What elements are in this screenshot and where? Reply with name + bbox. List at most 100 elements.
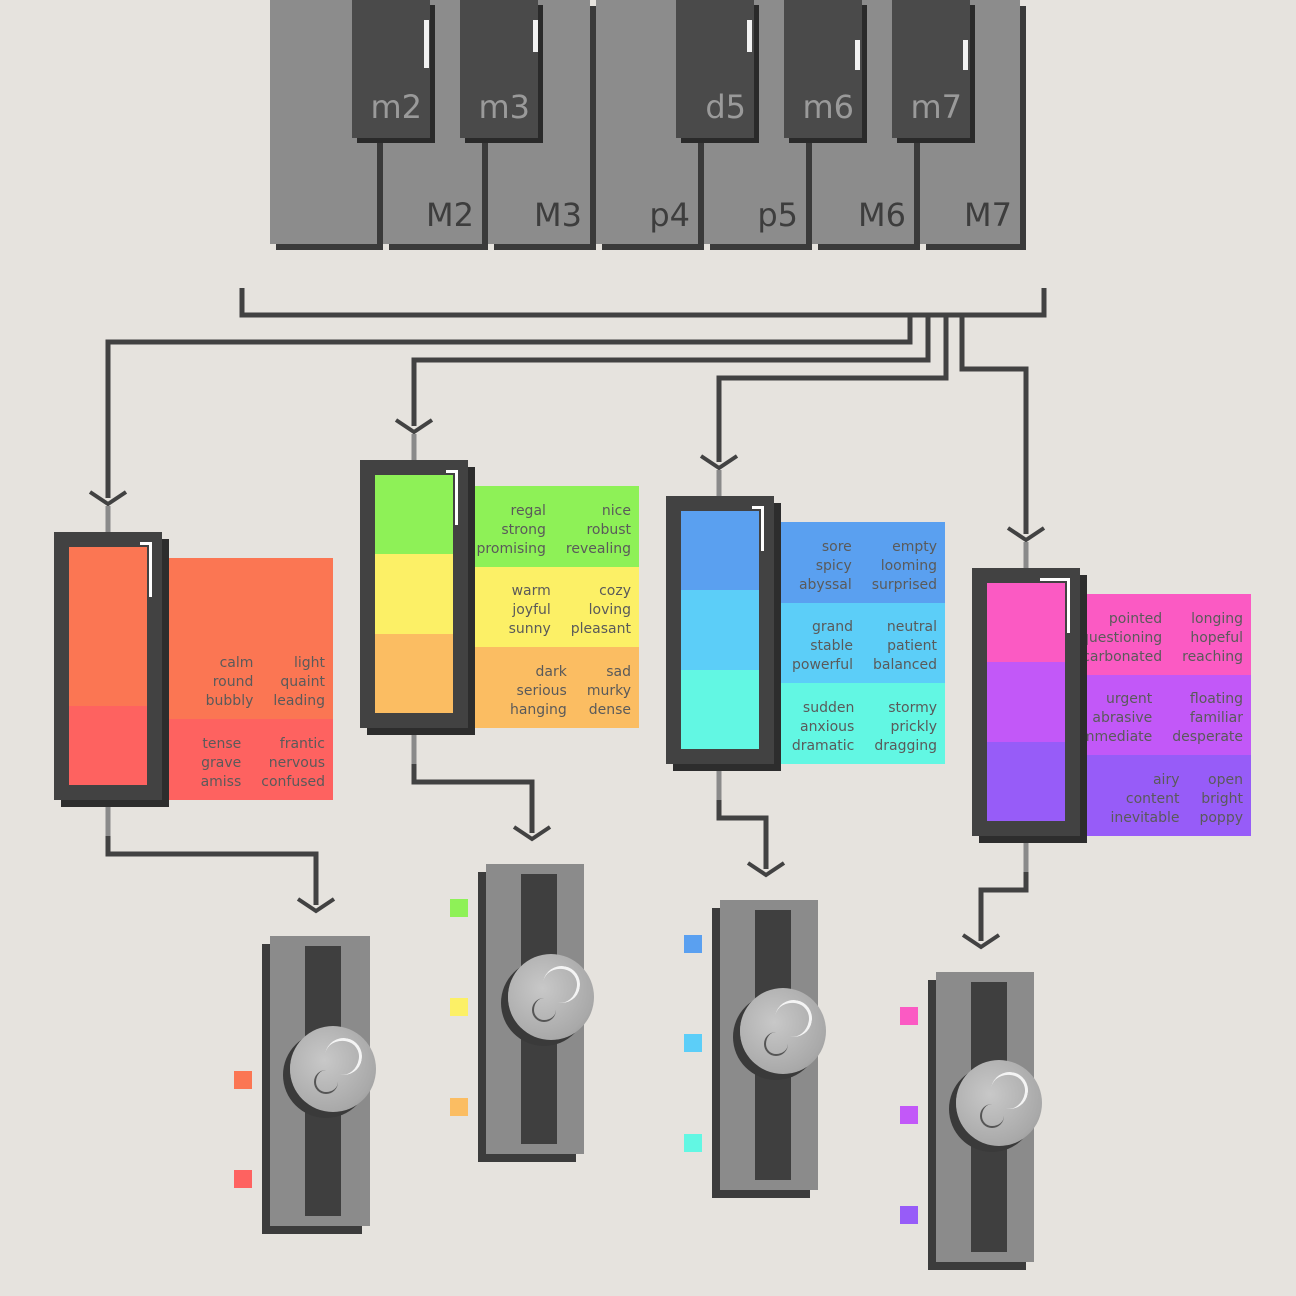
mood-slider-2[interactable] [486, 864, 594, 1154]
mood-word: abyssal [798, 576, 852, 593]
wire-to-meter-3 [716, 315, 949, 462]
meter-fill [987, 583, 1065, 821]
wire-to-slider-2 [411, 764, 535, 833]
mood-word: anxious [799, 719, 855, 736]
mood-word: sad [606, 664, 631, 681]
meter-segment [375, 475, 453, 555]
mood-word: murky [586, 683, 631, 700]
mood-word: patient [887, 638, 937, 655]
key-label: M7 [964, 196, 1012, 234]
slider-knob[interactable] [740, 988, 826, 1074]
mood-word: tense [202, 736, 242, 752]
mood-band: sore spicy abyssal empty looming surpris… [768, 522, 945, 603]
wire-to-slider-3 [716, 800, 769, 869]
black-key-m2[interactable]: m2 [352, 0, 430, 138]
word-column: airy content inevitable [1110, 771, 1179, 828]
key-marker [533, 20, 538, 52]
mood-words-panel-2: regal strong promising nice robust revea… [462, 486, 639, 729]
slider-knob[interactable] [956, 1060, 1042, 1146]
mood-word: joyful [512, 602, 551, 619]
mood-band: pointed questioning carbonated longing h… [1075, 594, 1251, 675]
word-column: calm round bubbly [206, 654, 254, 711]
bus-line [239, 288, 1047, 318]
mood-band: airy content inevitable open bright popp… [1075, 755, 1251, 837]
word-column: neutral patient balanced [873, 618, 937, 675]
mood-word: revealing [565, 540, 631, 557]
key-label: p5 [757, 196, 798, 234]
mood-word: serious [516, 683, 567, 700]
meter-segment [375, 633, 453, 713]
mood-word: bright [1201, 791, 1243, 808]
black-key-m7[interactable]: m7 [892, 0, 970, 138]
arrow-icon [1006, 526, 1046, 543]
mood-slider-4[interactable] [936, 972, 1042, 1262]
word-column: sore spicy abyssal [799, 538, 852, 595]
word-column: sudden anxious dramatic [792, 699, 855, 756]
knob-shadow [314, 1070, 338, 1094]
key-label: m3 [478, 88, 530, 126]
mood-swatch-icon [450, 1098, 468, 1116]
mood-word: prickly [890, 719, 937, 736]
mood-meter-1 [54, 532, 162, 800]
mood-meter-2 [360, 460, 468, 728]
mood-word: sore [821, 538, 852, 555]
mood-swatch-icon [684, 935, 702, 953]
black-key-m6[interactable]: m6 [784, 0, 862, 138]
word-column: dark serious hanging [510, 663, 567, 720]
key-label: m6 [802, 88, 854, 126]
mood-band: dark serious hanging sad murky dense [462, 647, 639, 729]
word-column: floating familiar desperate [1172, 690, 1243, 747]
mood-swatch-icon [900, 1106, 918, 1124]
wire-to-meter-2 [411, 315, 931, 426]
mood-word: hanging [509, 702, 567, 719]
mood-word: content [1125, 791, 1180, 808]
word-column: stormy prickly dragging [874, 699, 937, 756]
mood-word: robust [586, 521, 631, 538]
mood-meter-3 [666, 496, 774, 764]
arrow-icon [394, 418, 434, 435]
mood-word: dark [535, 664, 567, 681]
mood-swatch-icon [684, 1034, 702, 1052]
word-column: longing hopeful reaching [1182, 610, 1243, 667]
knob-shadow [532, 998, 556, 1022]
mood-word: hopeful [1190, 629, 1243, 646]
knob-shadow [764, 1032, 788, 1056]
slider-knob[interactable] [508, 954, 594, 1040]
mood-word: round [212, 674, 254, 690]
meter-segment [987, 741, 1065, 821]
mood-word: nervous [268, 755, 325, 771]
wire-to-meter-1 [105, 315, 913, 498]
word-column: grand stable powerful [792, 618, 853, 675]
mood-word: surprised [871, 576, 937, 593]
word-column: open bright poppy [1199, 771, 1243, 828]
meter-fill [375, 475, 453, 713]
mood-word: pointed [1108, 610, 1163, 627]
mood-word: neutral [886, 619, 937, 636]
slider-knob[interactable] [290, 1026, 376, 1112]
meter-segment [681, 590, 759, 670]
key-label: M6 [858, 196, 906, 234]
mood-word: looming [880, 557, 937, 574]
mood-word: sudden [802, 700, 855, 717]
meter-segment [375, 554, 453, 634]
word-column: light quaint leading [273, 654, 325, 711]
meter-segment [987, 583, 1065, 663]
mood-word: loving [588, 602, 631, 619]
key-label: m2 [370, 88, 422, 126]
arrow-icon [961, 933, 1001, 950]
mood-words-panel-4: pointed questioning carbonated longing h… [1075, 594, 1251, 837]
mood-word: quaint [280, 674, 325, 690]
mood-slider-3[interactable] [720, 900, 826, 1190]
word-column: tense grave amiss [201, 735, 242, 792]
mood-word: dense [588, 702, 631, 719]
word-column: regal strong promising [477, 502, 546, 559]
meter-segment [681, 669, 759, 749]
word-column: warm joyful sunny [509, 582, 551, 639]
mood-word: abrasive [1092, 710, 1153, 727]
black-key-m3[interactable]: m3 [460, 0, 538, 138]
black-key-d5[interactable]: d5 [676, 0, 754, 138]
arrow-icon [512, 825, 552, 842]
mood-slider-1[interactable] [270, 936, 376, 1226]
mood-word: cozy [599, 583, 631, 600]
